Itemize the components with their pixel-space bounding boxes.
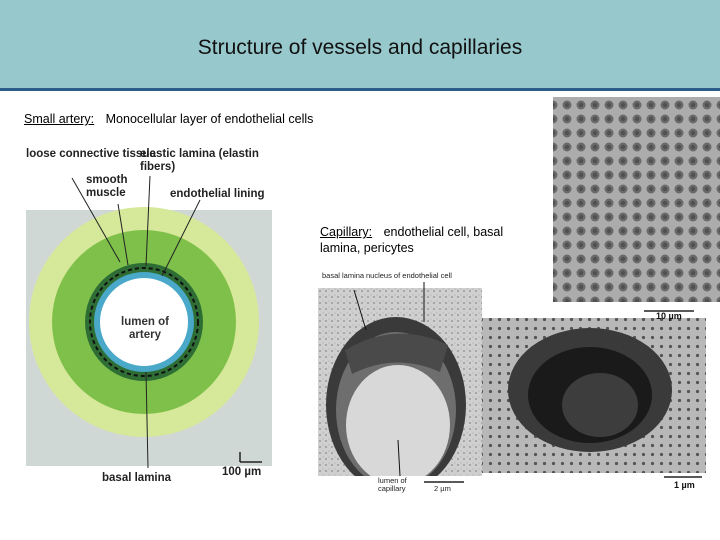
sem-micrograph-top bbox=[553, 97, 720, 324]
label-lumen-of-artery: lumen of artery bbox=[114, 316, 176, 342]
lumen-of-capillary bbox=[346, 365, 450, 485]
sem-micrograph-bottom bbox=[482, 318, 706, 495]
label-smooth-muscle: smooth muscle bbox=[86, 174, 146, 200]
capillary-caption: Capillary: endothelial cell, basal lamin… bbox=[320, 224, 520, 256]
label-endothelial-lining: endothelial lining bbox=[170, 188, 290, 201]
tem-micrograph-capillary bbox=[318, 282, 482, 496]
tem-label-nucleus: nucleus of endothelial cell bbox=[366, 272, 452, 280]
scale-label-artery: 100 µm bbox=[222, 466, 261, 479]
scale-label-sem-top: 10 µm bbox=[656, 311, 682, 321]
label-loose-connective-tissue: loose connective tissue bbox=[26, 148, 156, 161]
label-basal-lamina: basal lamina bbox=[102, 472, 171, 485]
tem-label-lumen: lumen of capillary bbox=[378, 477, 418, 493]
capillary-label: Capillary: bbox=[320, 225, 372, 239]
tem-label-basal-lamina: basal lamina bbox=[322, 272, 364, 280]
scale-label-sem-bottom: 1 µm bbox=[674, 480, 695, 490]
label-elastic-lamina: elastic lamina (elastin fibers) bbox=[140, 148, 260, 174]
scale-label-tem: 2 µm bbox=[434, 485, 451, 493]
